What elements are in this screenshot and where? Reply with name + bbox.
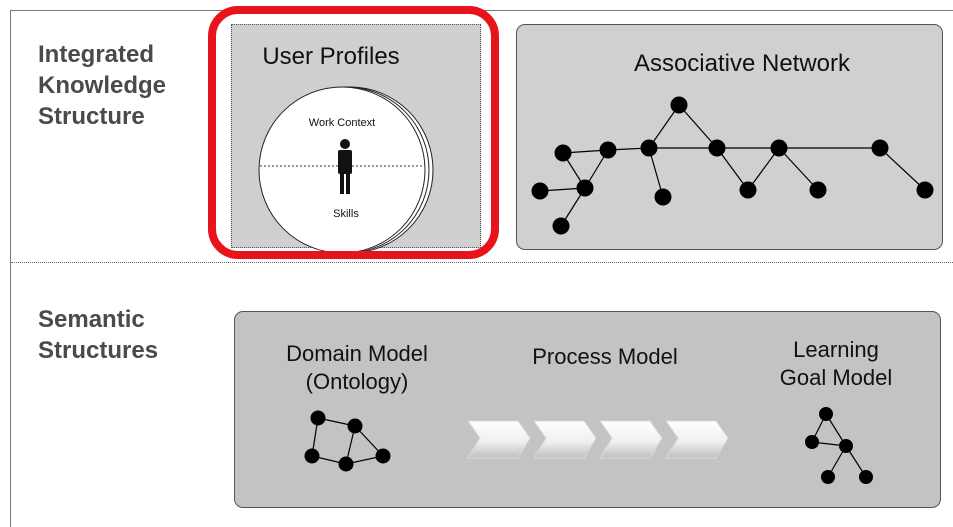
associative-network-box bbox=[516, 24, 943, 250]
process-chevrons bbox=[467, 420, 729, 459]
process-model-label: Process Model bbox=[532, 344, 678, 369]
integrated-knowledge-structure-label: Integrated Knowledge Structure bbox=[38, 41, 167, 130]
skills-label: Skills bbox=[333, 208, 359, 220]
learning-goal-model-label: Learning Goal Model bbox=[779, 337, 893, 390]
domain-model-label: Domain Model (Ontology) bbox=[286, 341, 428, 394]
person-icon bbox=[338, 139, 352, 194]
associative-network-title: Associative Network bbox=[633, 50, 851, 77]
process-step-4 bbox=[665, 420, 729, 459]
layer-divider bbox=[11, 262, 953, 263]
semantic-structures-label: Semantic Structures bbox=[38, 306, 159, 364]
highlight-frame bbox=[208, 6, 499, 259]
ontology-graph-icon bbox=[304, 410, 391, 472]
goal-tree-icon bbox=[805, 407, 873, 484]
user-profiles-title: User Profiles bbox=[262, 43, 400, 70]
process-step-3 bbox=[599, 420, 663, 459]
process-step-1 bbox=[467, 420, 531, 459]
process-step-2 bbox=[533, 420, 597, 459]
work-context-label: Work Context bbox=[308, 117, 376, 129]
